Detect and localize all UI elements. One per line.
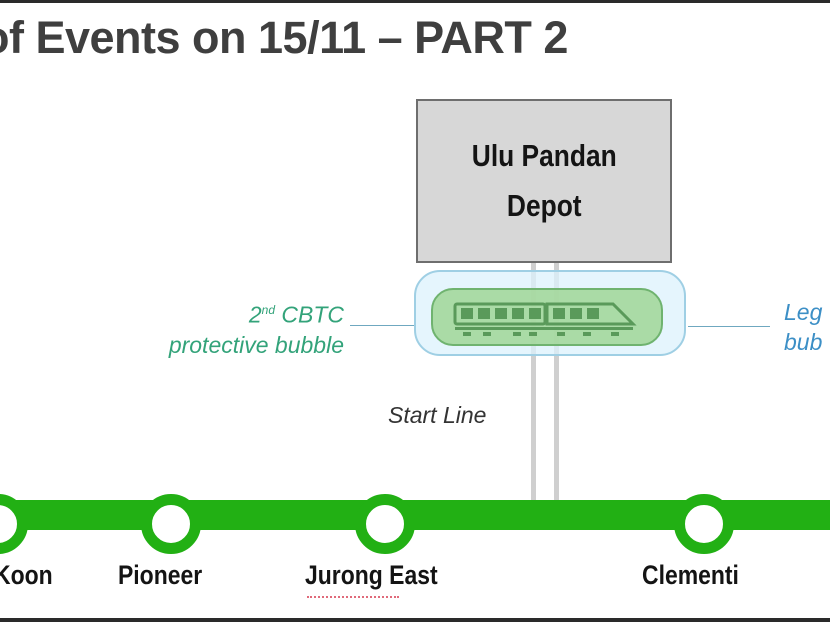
- station-marker-pioneer: [141, 494, 201, 554]
- station-label-pioneer: Pioneer: [118, 560, 203, 590]
- station-label-jurong-east: Jurong East: [305, 560, 438, 590]
- second-bubble-label-line2: protective bubble: [168, 331, 344, 358]
- legacy-bubble-label-line2: bub: [784, 329, 823, 355]
- station-marker-clementi: [674, 494, 734, 554]
- ordinal-suffix: nd: [261, 303, 275, 317]
- cbtc-text: CBTC: [275, 301, 344, 328]
- slide-title: of Events on 15/11 – PART 2: [0, 12, 568, 63]
- legacy-bubble-label: Leg bub: [784, 297, 822, 357]
- leader-line-right: [688, 326, 770, 327]
- station-marker-jurong-east: [355, 494, 415, 554]
- bottom-border: [0, 618, 830, 622]
- depot-label: Ulu Pandan Depot: [472, 131, 617, 231]
- depot-track-right: [554, 263, 559, 501]
- cbtc-protective-bubble: [431, 288, 663, 346]
- top-border: [0, 0, 830, 3]
- depot-box: Ulu Pandan Depot: [416, 99, 672, 263]
- second-bubble-label: 2nd CBTC protective bubble: [118, 295, 344, 360]
- legacy-bubble-label-line1: Leg: [784, 299, 823, 325]
- depot-label-line2: Depot: [506, 188, 582, 223]
- ordinal-number: 2: [248, 301, 262, 328]
- leader-line-left: [350, 325, 414, 326]
- depot-track-left: [531, 263, 536, 501]
- station-label-koon: Koon: [0, 560, 53, 590]
- second-bubble-label-line1: 2nd CBTC: [118, 295, 344, 330]
- train-icon: [453, 302, 637, 336]
- station-label-clementi: Clementi: [642, 560, 739, 590]
- start-line-label: Start Line: [388, 402, 487, 428]
- depot-label-line1: Ulu Pandan: [471, 138, 617, 173]
- spellcheck-underline: [307, 594, 399, 598]
